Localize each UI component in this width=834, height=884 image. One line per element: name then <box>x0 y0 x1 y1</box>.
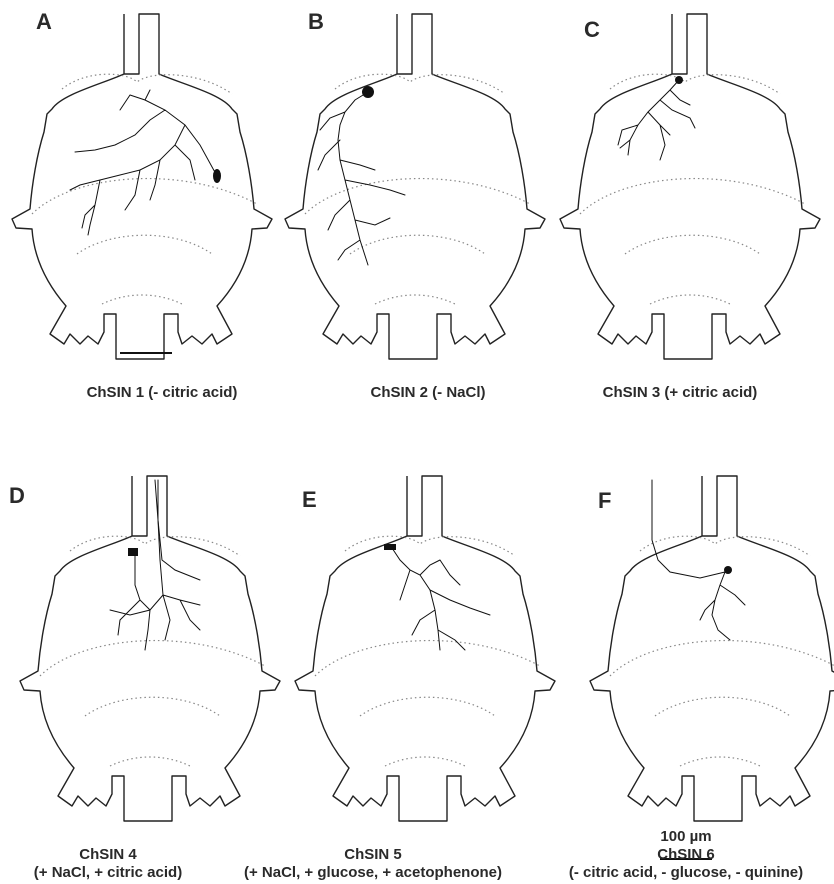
panel-d: D <box>9 476 280 821</box>
neuron-tracing-e <box>384 544 490 650</box>
neuron-tracing-b <box>318 86 405 265</box>
ganglion-outline-f <box>590 476 834 821</box>
ganglion-outline-d <box>20 476 280 821</box>
panel-letter-f: F <box>598 488 611 513</box>
caption-c: ChSIN 3 (+ citric acid) <box>560 384 800 402</box>
ganglion-outline-c <box>560 14 820 359</box>
neuron-tracing-d <box>110 480 200 650</box>
panel-a: A <box>12 9 272 359</box>
neuron-tracing-c <box>618 76 695 160</box>
neuron-tracing-a <box>70 90 221 235</box>
caption-b: ChSIN 2 (- NaCl) <box>328 384 528 402</box>
panel-letter-c: C <box>584 17 600 42</box>
panel-letter-e: E <box>302 487 317 512</box>
panel-e: E <box>295 476 555 821</box>
caption-e-line-2: (+ NaCl, + glucose, + acetophenone) <box>228 864 518 882</box>
neuron-tracing-f <box>652 480 745 640</box>
caption-c-line-1: ChSIN 3 (+ citric acid) <box>560 384 800 402</box>
panel-b: B <box>285 9 545 359</box>
caption-f: ChSIN 6 (- citric acid, - glucose, - qui… <box>538 846 834 882</box>
caption-d: ChSIN 4 (+ NaCl, + citric acid) <box>0 846 216 882</box>
panel-letter-b: B <box>308 9 324 34</box>
caption-a: ChSIN 1 (- citric acid) <box>52 384 272 402</box>
caption-e: ChSIN 5 (+ NaCl, + glucose, + acetopheno… <box>228 846 518 882</box>
caption-b-line-1: ChSIN 2 (- NaCl) <box>328 384 528 402</box>
panel-letter-d: D <box>9 483 25 508</box>
panel-c: C <box>560 14 820 359</box>
panel-f: F <box>590 476 834 859</box>
ganglion-outline-e <box>295 476 555 821</box>
ganglion-outline-a <box>12 14 272 359</box>
caption-a-line-1: ChSIN 1 (- citric acid) <box>52 384 272 402</box>
caption-e-line-1: ChSIN 5 <box>228 846 518 864</box>
scale-bar-label: 100 µm <box>640 828 732 846</box>
panel-letter-a: A <box>36 9 52 34</box>
ganglion-outline-b <box>285 14 545 359</box>
caption-f-line-2: (- citric acid, - glucose, - quinine) <box>538 864 834 882</box>
caption-d-line-2: (+ NaCl, + citric acid) <box>0 864 216 882</box>
caption-f-line-1: ChSIN 6 <box>538 846 834 864</box>
caption-d-line-1: ChSIN 4 <box>0 846 216 864</box>
